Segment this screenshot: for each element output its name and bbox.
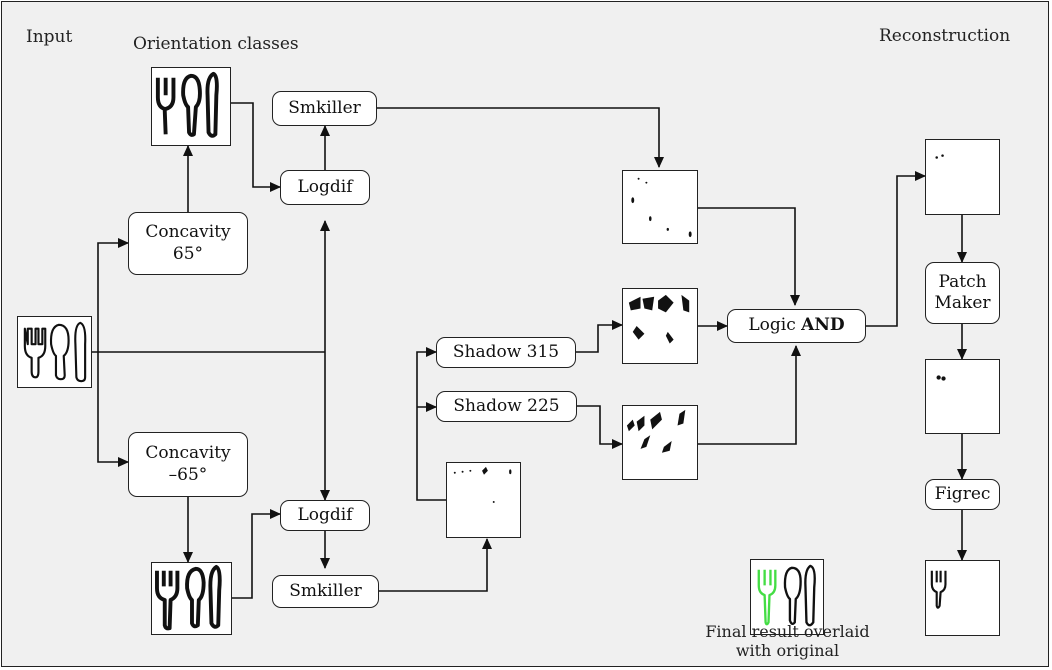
shadow-225-image [622,405,698,480]
smkiller-bottom-box: Smkiller [272,575,379,608]
concavity-65-line1: Concavity [145,222,231,243]
reconstruction-final-image [925,560,1000,636]
patch-maker-line2: Maker [934,293,991,313]
orientation-classes-label: Orientation classes [133,34,299,54]
smkiller-top-box: Smkiller [272,91,377,126]
caption-line2: with original [735,641,840,661]
reconstruction-image-2 [925,359,1000,434]
patch-maker-line1: Patch [938,271,987,292]
concavity-65-line2: 65° [172,243,204,264]
reconstruction-image-1 [925,139,1000,215]
input-label: Input [26,27,73,47]
bottom-result-image [446,462,521,538]
logdif-bottom-box: Logdif [280,500,370,531]
shadow-315-image [622,288,698,364]
reconstruction-label: Reconstruction [879,26,1011,46]
input-image [17,316,92,388]
logic-and-box: Logic AND [727,309,866,343]
logic-and-bold: AND [801,315,845,336]
smkiller-result-image [622,170,698,244]
shadow-225-box: Shadow 225 [436,391,577,422]
figrec-box: Figrec [925,479,1000,510]
final-overlay-image [750,559,824,635]
logdif-top-box: Logdif [280,170,370,205]
orientation-image-bottom [151,562,232,635]
logic-and-prefix: Logic [748,315,802,336]
orientation-image-top [151,67,231,146]
caption-line1: Final result overlaid [705,622,870,641]
final-result-caption: Final result overlaid with original [680,622,895,660]
shadow-315-box: Shadow 315 [436,337,576,368]
concavity-neg-65-box: Concavity–65° [128,432,248,497]
concavity-neg-65-line2: –65° [168,464,208,485]
concavity-neg-65-line1: Concavity [145,443,231,464]
